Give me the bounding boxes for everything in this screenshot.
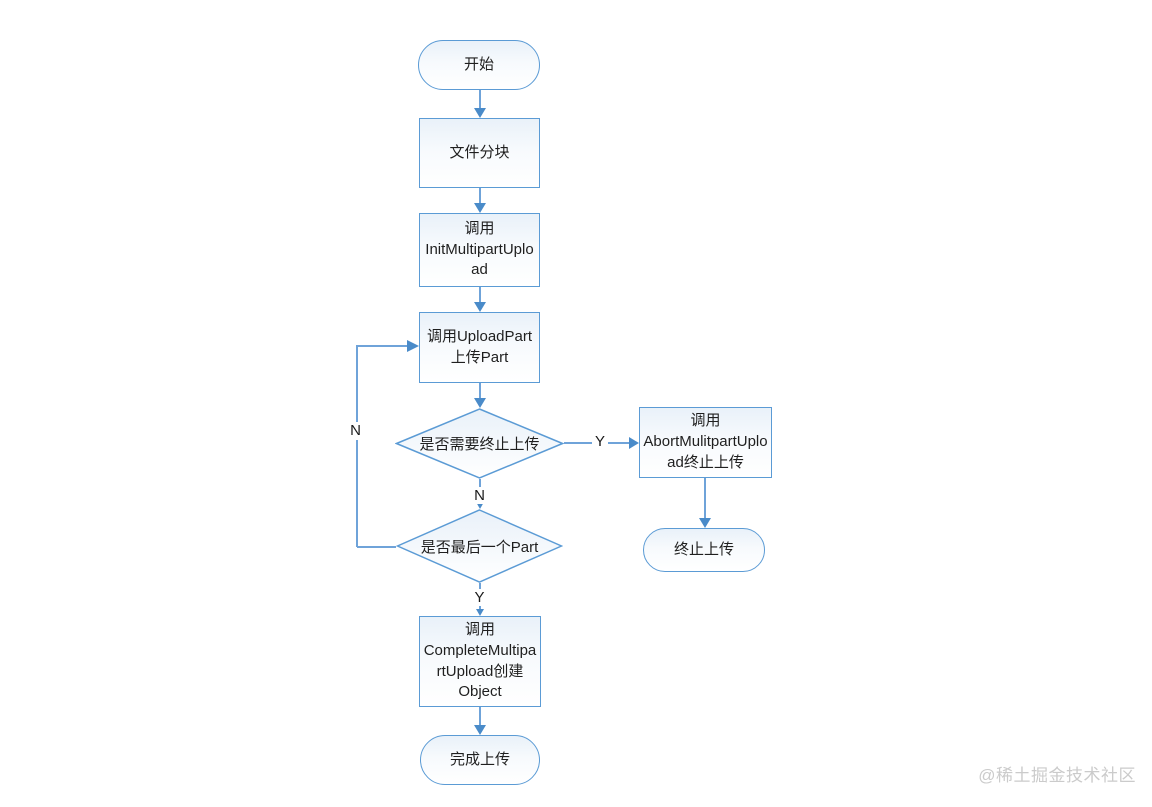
flow-node-upload-part: 调用UploadPart 上传Part xyxy=(419,312,540,383)
flow-node-abort-multipart-upload: 调用 AbortMulitpartUpload终止上传 xyxy=(639,407,772,478)
flow-node-complete-multipart-upload: 调用 CompleteMultipartUpload创建 Object xyxy=(419,616,541,707)
connector-loop-vertical xyxy=(356,345,358,547)
flow-decision-last-part-label: 是否最后一个Part xyxy=(420,538,539,556)
watermark: @稀土掘金技术社区 xyxy=(978,766,1136,785)
connector-filechunk-init xyxy=(478,188,481,203)
flow-node-complete-end: 完成上传 xyxy=(420,735,540,785)
flow-node-file-chunk: 文件分块 xyxy=(419,118,540,188)
arrowhead-down-icon xyxy=(473,108,486,118)
arrowhead-down-icon xyxy=(475,502,484,509)
arrowhead-down-icon xyxy=(698,518,711,528)
diamond-shape xyxy=(395,408,564,479)
edge-label-need-abort-no: N xyxy=(471,487,488,504)
flow-node-abort-end: 终止上传 xyxy=(643,528,765,572)
flow-node-init-multipart-upload: 调用 InitMultipartUpload xyxy=(419,213,540,287)
edge-label-last-part-no: N xyxy=(346,422,365,440)
connector-abortcall-abortend xyxy=(703,478,706,518)
connector-uploadpart-needabort xyxy=(478,383,481,398)
arrowhead-down-icon xyxy=(473,302,486,312)
flow-decision-last-part: 是否最后一个Part xyxy=(396,509,563,583)
connector-complete-completeend xyxy=(478,707,481,725)
arrowhead-down-icon xyxy=(473,203,486,213)
connector-loop-bottom xyxy=(357,545,396,548)
connector-init-uploadpart xyxy=(478,287,481,302)
edge-label-last-part-yes: Y xyxy=(472,589,487,606)
arrowhead-down-icon xyxy=(473,398,486,408)
flow-decision-need-abort-label: 是否需要终止上传 xyxy=(419,436,540,453)
flow-decision-need-abort: 是否需要终止上传 xyxy=(395,408,564,479)
connector-start-filechunk xyxy=(478,90,481,108)
flow-node-start: 开始 xyxy=(418,40,540,90)
arrowhead-right-icon xyxy=(629,436,639,449)
diamond-shape xyxy=(396,509,563,583)
connector-loop-top xyxy=(357,345,407,347)
arrowhead-down-icon xyxy=(475,609,484,616)
arrowhead-down-icon xyxy=(473,725,486,735)
arrowhead-right-icon xyxy=(407,340,419,352)
edge-label-need-abort-yes: Y xyxy=(592,433,608,450)
